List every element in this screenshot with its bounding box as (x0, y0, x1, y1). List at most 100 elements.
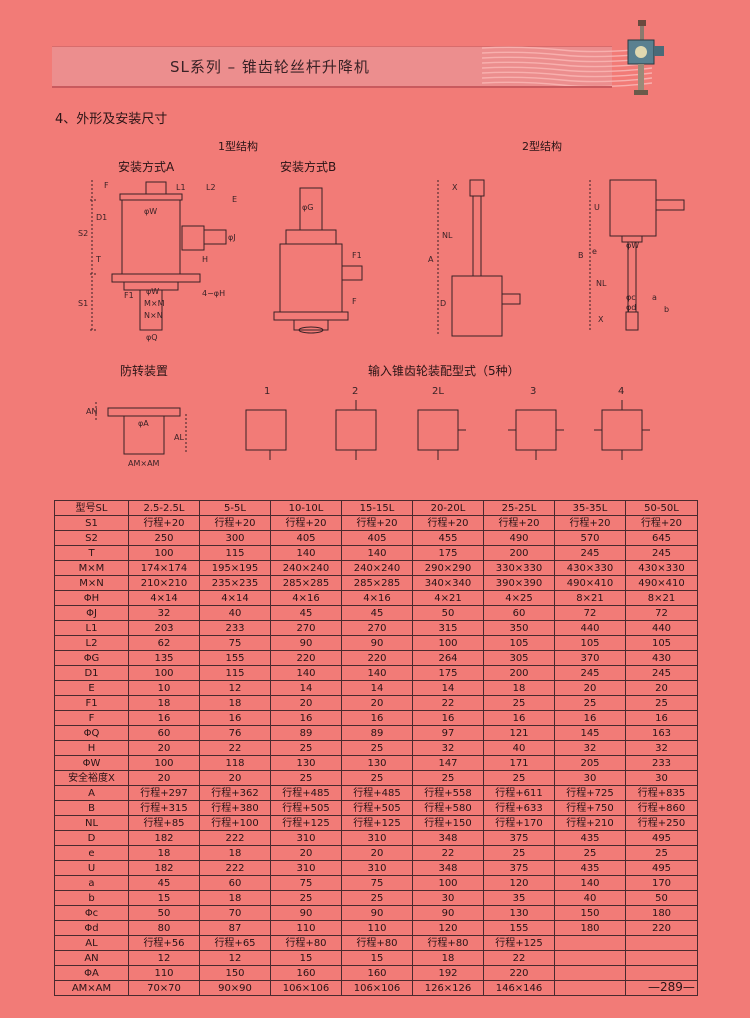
table-cell: 375 (483, 830, 555, 846)
row-label-cell: AL (54, 935, 129, 951)
table-cell: 182 (128, 830, 200, 846)
table-cell: 310 (341, 860, 413, 876)
config-label-2l: 2L (432, 386, 444, 397)
dim-al: AL (174, 433, 184, 442)
column-header: 5-5L (199, 500, 271, 516)
type1-title: 1型结构 (218, 140, 258, 153)
table-cell: 14 (412, 680, 484, 696)
row-label-cell: D (54, 830, 129, 846)
table-cell: 行程+20 (199, 515, 271, 531)
dim-l1: L1 (176, 183, 186, 192)
table-cell: 行程+20 (128, 515, 200, 531)
column-header: 15-15L (341, 500, 413, 516)
header-stripes (482, 46, 652, 88)
table-cell: 140 (270, 665, 342, 681)
dim-f1: F1 (124, 291, 134, 300)
table-cell: 20 (270, 695, 342, 711)
anti-rotation-label: 防转装置 (120, 364, 169, 378)
table-cell: 行程+558 (412, 785, 484, 801)
table-cell: 45 (128, 875, 200, 891)
table-cell: 90 (412, 905, 484, 921)
table-cell: 100 (128, 545, 200, 561)
table-cell: 315 (412, 620, 484, 636)
table-cell: 75 (199, 635, 271, 651)
table-cell: 135 (128, 650, 200, 666)
install-a-label: 安装方式A (118, 160, 175, 174)
table-cell: 140 (341, 665, 413, 681)
table-cell: 25 (483, 695, 555, 711)
config-label-3: 3 (530, 386, 536, 397)
table-cell (554, 980, 626, 996)
table-cell: 222 (199, 830, 271, 846)
type2-a-drawing (437, 179, 521, 337)
table-cell: 348 (412, 860, 484, 876)
table-cell: 行程+56 (128, 935, 200, 951)
table-cell: 121 (483, 725, 555, 741)
column-header-model: 型号SL (54, 500, 129, 516)
header-rule (52, 86, 612, 88)
dim-x: X (452, 183, 458, 192)
type2-b-drawing (589, 179, 685, 331)
install-b-label: 安装方式B (280, 160, 337, 174)
table-cell: 160 (341, 965, 413, 981)
table-cell: 25 (412, 770, 484, 786)
table-cell: 25 (625, 845, 698, 861)
table-cell: 22 (412, 695, 484, 711)
table-cell: 150 (554, 905, 626, 921)
table-cell: 16 (341, 710, 413, 726)
column-header: 2.5-2.5L (128, 500, 200, 516)
row-label-cell: A (54, 785, 129, 801)
type2-title: 2型结构 (522, 140, 562, 153)
dim-f: F (104, 181, 109, 190)
table-cell: 490×410 (554, 575, 626, 591)
table-cell: 140 (341, 545, 413, 561)
dim-b2: b (664, 305, 669, 314)
table-cell: 163 (625, 725, 698, 741)
table-cell: 16 (199, 710, 271, 726)
config-label-2: 2 (352, 386, 358, 397)
table-cell: 175 (412, 545, 484, 561)
table-cell: 25 (341, 740, 413, 756)
table-cell: 245 (554, 545, 626, 561)
table-cell: 235×235 (199, 575, 271, 591)
table-cell: 行程+210 (554, 815, 626, 831)
table-cell: 100 (128, 755, 200, 771)
table-cell: 375 (483, 860, 555, 876)
table-cell: 行程+125 (341, 815, 413, 831)
table-cell (554, 965, 626, 981)
table-cell: 20 (128, 770, 200, 786)
table-cell: 16 (483, 710, 555, 726)
table-cell: 30 (554, 770, 626, 786)
table-cell: 180 (554, 920, 626, 936)
jack-product-icon (627, 20, 664, 95)
table-cell: 行程+362 (199, 785, 271, 801)
table-cell: 80 (128, 920, 200, 936)
table-cell: 300 (199, 530, 271, 546)
table-cell: 20 (128, 740, 200, 756)
table-cell: 155 (199, 650, 271, 666)
row-label-cell: ΦJ (54, 605, 129, 621)
table-cell: 305 (483, 650, 555, 666)
table-cell: 行程+20 (625, 515, 698, 531)
table-cell: 70 (199, 905, 271, 921)
row-label-cell: ΦH (54, 590, 129, 606)
table-cell: 16 (625, 710, 698, 726)
table-cell: 340×340 (412, 575, 484, 591)
table-cell: 430×330 (554, 560, 626, 576)
dim-anti-a: φA (138, 419, 149, 428)
table-cell: 490 (483, 530, 555, 546)
table-cell: 75 (270, 875, 342, 891)
table-cell: 18 (199, 695, 271, 711)
column-header: 25-25L (483, 500, 555, 516)
